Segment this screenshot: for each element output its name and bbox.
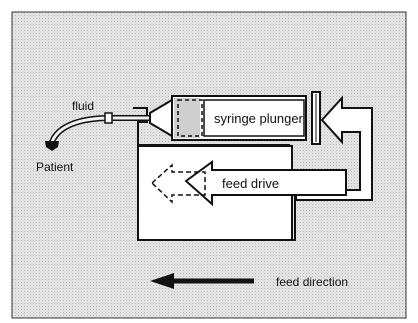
arrow-left-icon: [150, 273, 174, 289]
tube-connector: [104, 112, 113, 124]
patient-label: Patient: [36, 160, 74, 174]
feed-drive-label: feed drive: [222, 176, 279, 191]
feed-drive-ghost-arrow: [150, 163, 206, 204]
fluid-label: fluid: [72, 99, 94, 113]
plunger-head-dashed: [177, 99, 203, 137]
patient-icon: [45, 141, 59, 151]
syringe-plunger-label: syringe plunger: [214, 111, 304, 126]
feed-direction-label: feed direction: [276, 275, 348, 289]
feed-drive-arrow: [184, 160, 347, 207]
plunger-rod: [203, 99, 305, 137]
